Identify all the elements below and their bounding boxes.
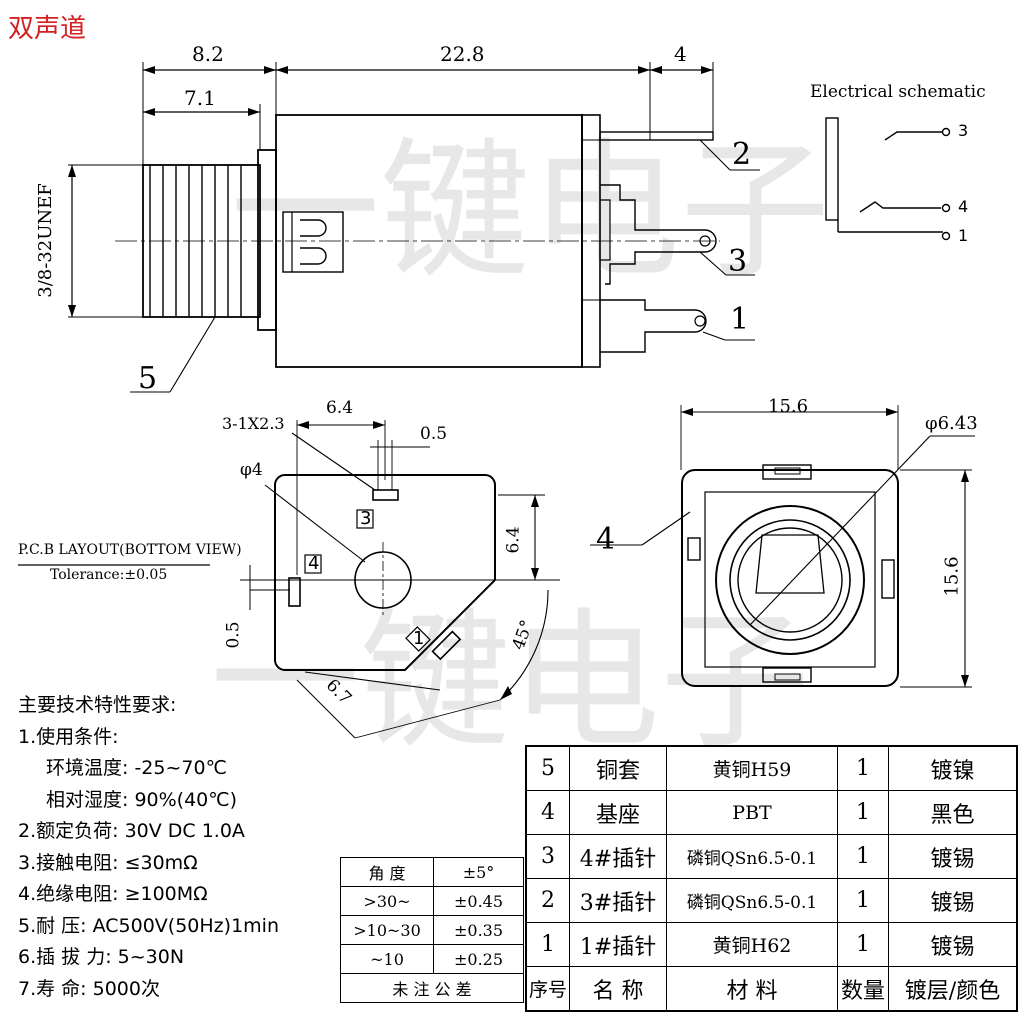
- table-row: 2 3#插针 磷铜QSn6.5-0.1 1 镀锡: [525, 878, 1018, 923]
- table-cell: ~10: [340, 944, 434, 974]
- table-cell: 3: [525, 834, 570, 879]
- table-cell: 磷铜QSn6.5-0.1: [666, 834, 838, 879]
- table-row: 未 注 公 差: [340, 973, 524, 1003]
- table-cell: >10~30: [340, 915, 434, 945]
- table-cell: 1: [837, 922, 889, 967]
- dim-inner-length: 7.1: [184, 86, 216, 110]
- table-row: 5 铜套 黄铜H59 1 镀镍: [525, 745, 1018, 791]
- schematic-pin-3: 3: [958, 121, 969, 140]
- table-row: 角 度 ±5°: [340, 857, 524, 887]
- table-header: 名 称: [569, 966, 667, 1012]
- front-view: [590, 405, 975, 688]
- pcb-dim-spacing: 6.4: [326, 398, 354, 418]
- front-dim-height: 15.6: [941, 556, 963, 597]
- callout-1: 1: [730, 302, 750, 337]
- spec-line: 6.插 拔 力: 5~30N: [18, 946, 185, 968]
- table-cell: 铜套: [569, 745, 667, 791]
- schematic-title: Electrical schematic: [810, 82, 986, 102]
- table-cell: 黑色: [888, 790, 1018, 835]
- pcb-tolerance: Tolerance:±0.05: [50, 567, 168, 583]
- table-header: 数量: [837, 966, 889, 1012]
- table-header: 镀层/颜色: [888, 966, 1018, 1012]
- table-cell: ±0.35: [433, 915, 524, 945]
- tech-specs: 主要技术特性要求: 1.使用条件: 环境温度: -25~70℃ 相对湿度: 90…: [18, 690, 279, 1005]
- table-cell: ±5°: [433, 857, 524, 887]
- table-cell: 基座: [569, 790, 667, 835]
- front-diameter-label: φ6.43: [925, 413, 978, 434]
- schematic-pin-1: 1: [958, 226, 969, 245]
- table-header: 序号: [525, 966, 570, 1012]
- table-cell: ±0.45: [433, 886, 524, 916]
- table-row: 1 1#插针 黄铜H62 1 镀锡: [525, 922, 1018, 967]
- table-cell: 黄铜H59: [666, 745, 838, 791]
- pcb-dim-vertical: 6.4: [503, 526, 524, 554]
- table-cell: 1: [837, 745, 889, 791]
- spec-line: 4.绝缘电阻: ≥100MΩ: [18, 883, 208, 905]
- table-row: 4 基座 PBT 1 黑色: [525, 790, 1018, 835]
- page-title: 双声道: [8, 14, 87, 44]
- table-cell: 2: [525, 878, 570, 923]
- pcb-layout: [18, 420, 560, 739]
- table-cell: 3#插针: [569, 878, 667, 923]
- table-row: ~10 ±0.25: [340, 944, 524, 974]
- specs-heading: 主要技术特性要求:: [18, 694, 177, 716]
- pcb-dim-left: 0.5: [223, 621, 244, 649]
- table-cell: ±0.25: [433, 944, 524, 974]
- table-cell: 磷铜QSn6.5-0.1: [666, 878, 838, 923]
- callout-3: 3: [728, 244, 748, 279]
- pcb-pin-mark-3: 3: [360, 508, 372, 529]
- side-view: [68, 62, 760, 393]
- callout-2: 2: [732, 137, 752, 172]
- table-cell: 1#插针: [569, 922, 667, 967]
- pcb-pin-mark-4: 4: [308, 553, 320, 574]
- pcb-diameter-label: φ4: [240, 460, 263, 480]
- spec-line: 2.额定负荷: 30V DC 1.0A: [18, 820, 245, 842]
- table-cell: 角 度: [340, 857, 434, 887]
- table-cell: 镀镍: [888, 745, 1018, 791]
- callout-5: 5: [138, 361, 158, 396]
- pcb-hole-label: 3-1X2.3: [222, 414, 285, 433]
- dim-thread-length: 8.2: [192, 42, 224, 66]
- table-cell: 镀锡: [888, 834, 1018, 879]
- spec-line: 3.接触电阻: ≤30mΩ: [18, 851, 198, 874]
- table-cell: 镀锡: [888, 922, 1018, 967]
- table-cell: 5: [525, 745, 570, 791]
- table-cell: 4: [525, 790, 570, 835]
- table-cell: 镀锡: [888, 878, 1018, 923]
- dim-pin-extension: 4: [674, 42, 687, 66]
- spec-line: 1.使用条件:: [18, 725, 119, 748]
- front-callout-4: 4: [596, 522, 616, 557]
- pcb-pin-mark-1: 1: [413, 628, 425, 649]
- table-header-row: 序号 名 称 材 料 数量 镀层/颜色: [525, 966, 1018, 1012]
- spec-line: 相对湿度: 90%(40℃): [46, 788, 238, 811]
- table-cell: 黄铜H62: [666, 922, 838, 967]
- table-cell: PBT: [666, 790, 838, 835]
- table-cell: 4#插针: [569, 834, 667, 879]
- electrical-schematic: [825, 117, 951, 241]
- table-header: 材 料: [666, 966, 838, 1012]
- spec-line: 环境温度: -25~70℃: [46, 757, 227, 779]
- table-cell: 1: [837, 834, 889, 879]
- spec-line: 7.寿 命: 5000次: [18, 977, 160, 1000]
- table-cell: 未 注 公 差: [340, 973, 524, 1003]
- table-row: >10~30 ±0.35: [340, 915, 524, 945]
- bom-table: 5 铜套 黄铜H59 1 镀镍 4 基座 PBT 1 黑色 3 4#插针 磷铜Q…: [525, 745, 1018, 1012]
- table-row: 3 4#插针 磷铜QSn6.5-0.1 1 镀锡: [525, 834, 1018, 879]
- pcb-layout-title: P.C.B LAYOUT(BOTTOM VIEW): [18, 542, 242, 558]
- schematic-pin-4: 4: [958, 197, 969, 216]
- table-cell: 1: [837, 790, 889, 835]
- dim-body-length: 22.8: [440, 42, 485, 66]
- thread-spec-label: 3/8-32UNEF: [34, 183, 56, 298]
- table-cell: >30~: [340, 886, 434, 916]
- front-dim-width: 15.6: [768, 396, 809, 417]
- table-cell: 1: [525, 922, 570, 967]
- table-row: >30~ ±0.45: [340, 886, 524, 916]
- pcb-dim-slot: 0.5: [420, 424, 448, 444]
- table-cell: 1: [837, 878, 889, 923]
- spec-line: 5.耐 压: AC500V(50Hz)1min: [18, 914, 279, 937]
- tolerance-table: 角 度 ±5° >30~ ±0.45 >10~30 ±0.35 ~10 ±0.2…: [340, 857, 524, 1003]
